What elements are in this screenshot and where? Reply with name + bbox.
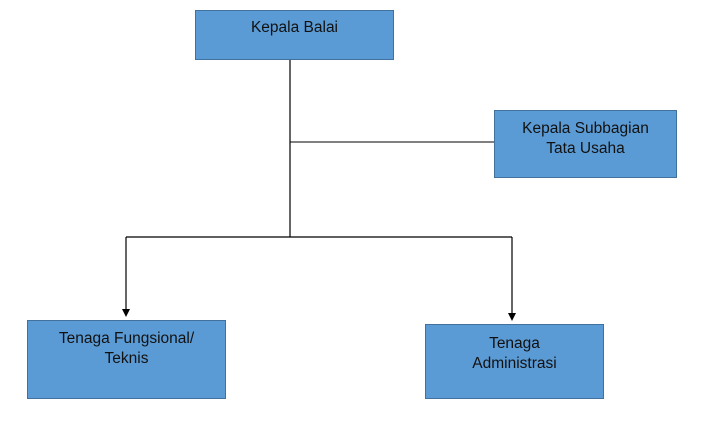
node-tenaga-fungsional-teknis: Tenaga Fungsional/ Teknis (27, 320, 226, 399)
node-kepala-subbagian-tata-usaha: Kepala Subbagian Tata Usaha (494, 110, 677, 178)
node-kepala-balai: Kepala Balai (195, 10, 394, 60)
node-tenaga-administrasi: Tenaga Administrasi (425, 324, 604, 399)
